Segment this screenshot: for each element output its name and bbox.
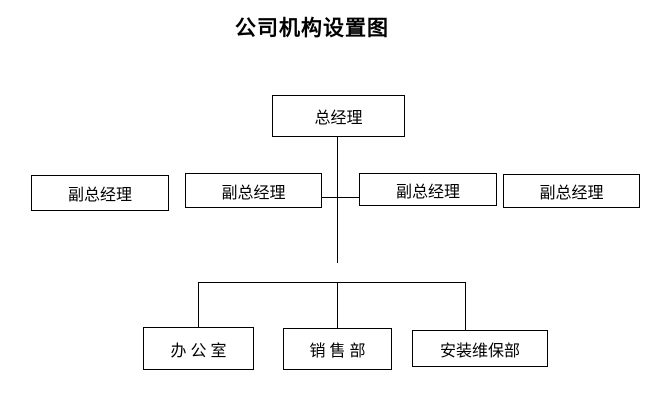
node-deputy-manager-2: 副总经理 (185, 173, 322, 208)
trunk-connector-line (337, 137, 338, 263)
office-drop-line (198, 282, 199, 327)
node-sales-department: 销 售 部 (283, 328, 392, 370)
deputy-cross-connector-line (322, 197, 359, 198)
maintenance-drop-line (465, 282, 466, 330)
node-deputy-manager-4: 副总经理 (503, 174, 640, 208)
node-general-manager: 总经理 (272, 95, 405, 137)
node-deputy-manager-3: 副总经理 (359, 173, 497, 206)
node-deputy-manager-1: 副总经理 (31, 175, 169, 211)
node-installation-maintenance-department: 安装维保部 (412, 330, 548, 367)
sales-drop-line (337, 282, 338, 328)
node-office-department: 办 公 室 (143, 327, 254, 370)
department-rail-line (198, 282, 466, 283)
page-title: 公司机构设置图 (235, 16, 389, 40)
